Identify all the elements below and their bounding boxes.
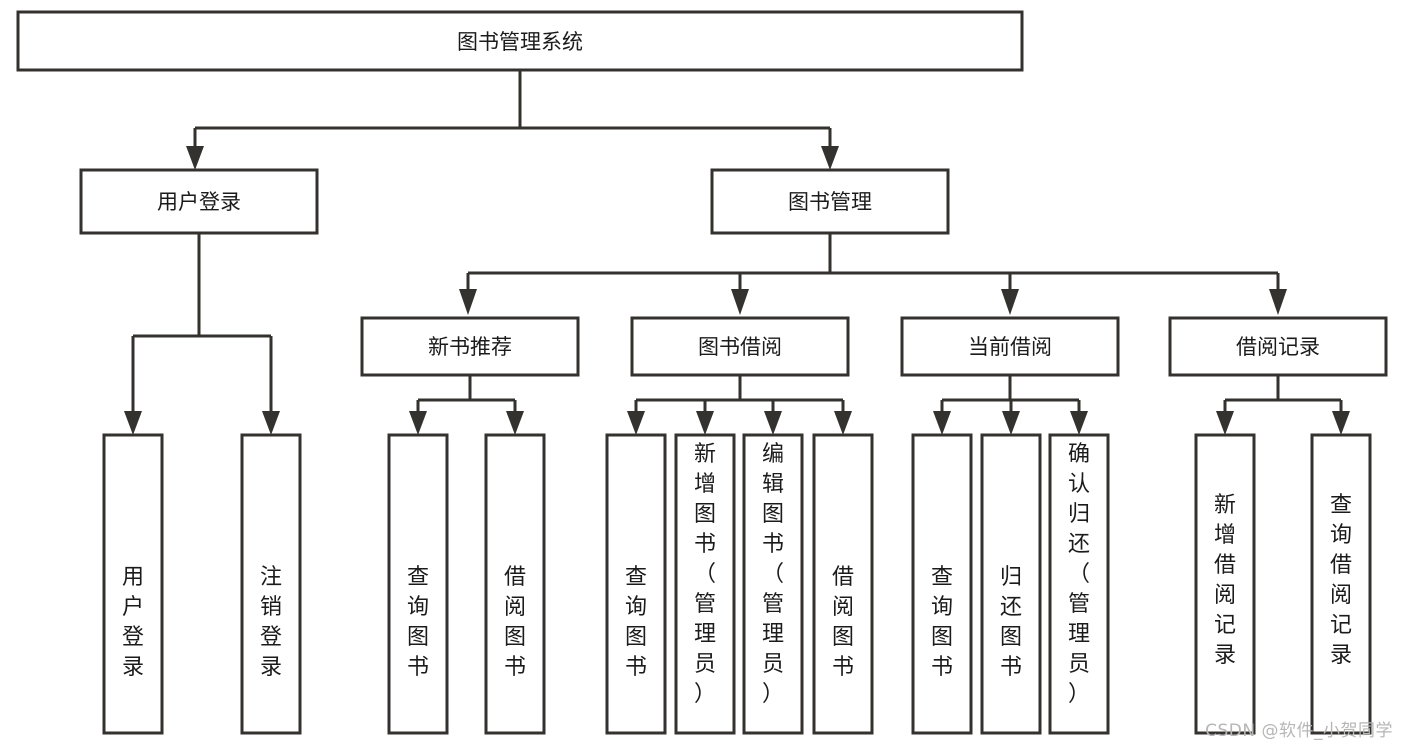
node-leaf-query-book-3-box[interactable] xyxy=(911,433,973,735)
node-leaf-query-record-box[interactable] xyxy=(1310,433,1372,735)
node-leaf-logout-box[interactable] xyxy=(240,433,302,735)
arrowhead-leaf-return-book xyxy=(1002,411,1020,435)
node-new-book-rec-label: 新书推荐 xyxy=(428,335,512,359)
node-leaf-confirm-return[interactable]: 确认归还（管理员） xyxy=(1048,433,1110,735)
node-leaf-user-login[interactable]: 用户登录 xyxy=(102,433,164,735)
node-leaf-return-book-label: 归还图书 xyxy=(1000,565,1022,680)
node-book-manage-box[interactable] xyxy=(710,168,950,235)
node-leaf-borrow-book-2-label: 借阅图书 xyxy=(832,565,854,680)
arrowhead-leaf-user-login xyxy=(124,411,142,435)
node-user-login[interactable]: 用户登录 xyxy=(79,168,319,235)
arrowhead-leaf-query-record xyxy=(1332,411,1350,435)
node-leaf-query-book-2-box[interactable] xyxy=(605,433,667,735)
node-leaf-logout[interactable]: 注销登录 xyxy=(240,433,302,735)
node-book-borrow-label: 图书借阅 xyxy=(698,335,782,359)
node-leaf-return-book-box[interactable] xyxy=(980,433,1042,735)
node-borrow-record[interactable]: 借阅记录 xyxy=(1168,316,1388,377)
node-leaf-edit-book-box[interactable] xyxy=(742,433,804,735)
node-new-book-rec[interactable]: 新书推荐 xyxy=(360,316,580,377)
node-current-borrow[interactable]: 当前借阅 xyxy=(900,316,1120,377)
arrowhead-leaf-query-book-2 xyxy=(627,411,645,435)
arrowhead-user-login xyxy=(186,146,204,170)
node-leaf-borrow-book-1-label: 借阅图书 xyxy=(504,565,526,680)
arrowhead-leaf-borrow-book-2 xyxy=(834,411,852,435)
node-leaf-query-book-1-box[interactable] xyxy=(387,433,449,735)
node-leaf-add-record[interactable]: 新增借阅记录 xyxy=(1194,433,1256,735)
node-leaf-borrow-book-2[interactable]: 借阅图书 xyxy=(812,433,874,735)
arrowhead-leaf-edit-book xyxy=(764,411,782,435)
node-leaf-add-book-box[interactable] xyxy=(674,433,736,735)
node-leaf-edit-book-label: 编辑图书（管理员） xyxy=(762,442,784,707)
arrowhead-new-book-rec xyxy=(459,289,477,315)
node-leaf-return-book[interactable]: 归还图书 xyxy=(980,433,1042,735)
node-book-manage[interactable]: 图书管理 xyxy=(710,168,950,235)
node-leaf-logout-label: 注销登录 xyxy=(260,565,282,680)
node-user-login-label: 用户登录 xyxy=(157,190,241,214)
arrowhead-book-manage xyxy=(821,146,839,170)
node-user-login-box[interactable] xyxy=(79,168,319,235)
arrowhead-book-borrow xyxy=(731,289,749,315)
node-leaf-query-book-1[interactable]: 查询图书 xyxy=(387,433,449,735)
node-leaf-query-record[interactable]: 查询借阅记录 xyxy=(1310,433,1372,735)
node-root-box[interactable] xyxy=(16,10,1024,72)
node-new-book-rec-box[interactable] xyxy=(360,316,580,377)
node-book-manage-label: 图书管理 xyxy=(788,190,872,214)
node-leaf-add-record-label: 新增借阅记录 xyxy=(1214,493,1236,668)
node-borrow-record-label: 借阅记录 xyxy=(1236,335,1320,359)
node-borrow-record-box[interactable] xyxy=(1168,316,1388,377)
arrowhead-borrow-record xyxy=(1269,289,1287,315)
node-leaf-query-record-label: 查询借阅记录 xyxy=(1330,493,1352,668)
arrowhead-current-borrow xyxy=(1001,289,1019,315)
connector-layer xyxy=(124,70,1350,435)
arrowhead-leaf-query-book-3 xyxy=(933,411,951,435)
node-leaf-query-book-2[interactable]: 查询图书 xyxy=(605,433,667,735)
node-leaf-confirm-return-label: 确认归还（管理员） xyxy=(1068,442,1090,707)
arrowhead-leaf-add-book xyxy=(696,411,714,435)
node-leaf-query-book-2-label: 查询图书 xyxy=(625,565,647,680)
arrowhead-leaf-confirm-return xyxy=(1070,411,1088,435)
node-leaf-borrow-book-2-box[interactable] xyxy=(812,433,874,735)
arrowhead-leaf-query-book-1 xyxy=(409,411,427,435)
node-current-borrow-box[interactable] xyxy=(900,316,1120,377)
node-root[interactable]: 图书管理系统 xyxy=(16,10,1024,72)
node-leaf-add-record-box[interactable] xyxy=(1194,433,1256,735)
arrowhead-leaf-borrow-book-1 xyxy=(506,411,524,435)
csdn-watermark: CSDN @软件_小贺同学 xyxy=(1205,721,1393,741)
node-leaf-query-book-3[interactable]: 查询图书 xyxy=(911,433,973,735)
node-leaf-user-login-box[interactable] xyxy=(102,433,164,735)
node-book-borrow[interactable]: 图书借阅 xyxy=(630,316,850,377)
node-leaf-borrow-book-1-box[interactable] xyxy=(484,433,546,735)
node-leaf-query-book-3-label: 查询图书 xyxy=(931,565,953,680)
arrowhead-leaf-logout xyxy=(262,411,280,435)
node-root-label: 图书管理系统 xyxy=(457,30,583,54)
node-leaf-confirm-return-box[interactable] xyxy=(1048,433,1110,735)
node-leaf-query-book-1-label: 查询图书 xyxy=(407,565,429,680)
arrowhead-leaf-add-record xyxy=(1216,411,1234,435)
node-book-borrow-box[interactable] xyxy=(630,316,850,377)
node-leaf-add-book[interactable]: 新增图书（管理员） xyxy=(674,433,736,735)
node-leaf-user-login-label: 用户登录 xyxy=(122,565,144,680)
node-leaf-add-book-label: 新增图书（管理员） xyxy=(694,442,716,707)
node-current-borrow-label: 当前借阅 xyxy=(968,335,1052,359)
node-leaf-edit-book[interactable]: 编辑图书（管理员） xyxy=(742,433,804,735)
node-leaf-borrow-book-1[interactable]: 借阅图书 xyxy=(484,433,546,735)
